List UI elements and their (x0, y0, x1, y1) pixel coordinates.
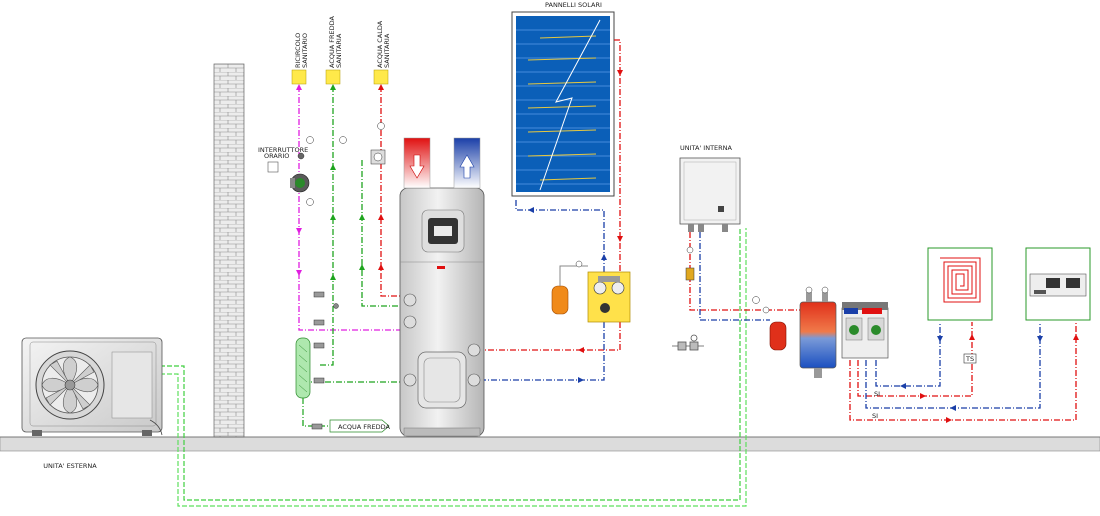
cold-water-sanitary-label-1: ACQUA FREDDA (328, 15, 336, 68)
underground-pipes (160, 228, 747, 507)
outdoor-unit-label: UNITA' ESTERNA (43, 462, 97, 470)
arrow-up-icon (296, 84, 384, 280)
expansion-tank-icon (769, 321, 787, 351)
hot-water-sanitary-label-2: SANITARIA (383, 33, 391, 68)
indoor-cold-return (699, 232, 770, 321)
timer-switch-label-2: ORARIO (264, 152, 289, 160)
valve-icon (297, 122, 386, 430)
arrow-down-icon (937, 336, 1043, 342)
ground (0, 436, 1100, 452)
recirculation-label-1: RICIRCOLO (294, 33, 302, 68)
indoor-hot-supply (689, 232, 800, 311)
arrow-down-icon (296, 228, 302, 276)
timer-switch-label-1: INTERRUTTORE (258, 146, 308, 154)
timer-switch-icon (267, 161, 279, 173)
circuit-label-si-2: SI (872, 412, 878, 420)
buffer-tank (799, 286, 837, 378)
expansion-tank-icon (295, 337, 311, 399)
recirculation-pipe (298, 86, 400, 331)
cold-water-sanitary-pipe (302, 86, 400, 427)
arrow-up-icon (601, 254, 607, 260)
brick-wall (213, 63, 245, 438)
ts-label: TS (965, 355, 974, 363)
hot-water-sanitary-pipe (380, 86, 400, 297)
pump-icon (290, 173, 310, 193)
expansion-tank-icon (551, 265, 588, 315)
cold-water-sanitary-label-2: SANITARIA (335, 33, 343, 68)
recirculation-label-2: SANITARIO (301, 33, 309, 68)
cold-water-label: ACQUA FREDDA (338, 423, 391, 431)
solar-pump-station (587, 271, 631, 323)
fan-icon (35, 350, 105, 420)
label-tags (291, 69, 389, 85)
outdoor-unit (21, 337, 163, 436)
gauge-icon (575, 260, 583, 268)
safety-thermostat: TS (963, 353, 977, 364)
floor-circuit-return (875, 322, 941, 387)
valve-icon (685, 246, 770, 314)
radiator-icon (1029, 273, 1087, 297)
arrow-up-icon (969, 334, 1079, 340)
arrow-down-icon (617, 70, 623, 242)
dhw-heat-pump-tank (399, 187, 485, 437)
air-duct-hot (403, 137, 431, 189)
solar-panels-label: PANNELLI SOLARI (545, 1, 602, 9)
air-duct-cold (453, 137, 481, 189)
circuit-label-si-1: SI (874, 390, 880, 398)
indoor-unit-label: UNITA' INTERNA (680, 144, 733, 152)
solar-panel (511, 11, 615, 197)
radiator-room (1025, 247, 1091, 321)
indoor-unit (679, 157, 741, 232)
radiator-circuit-return (865, 322, 1041, 409)
floor-heating-room (927, 247, 993, 321)
cold-water-inlet-arrow: ACQUA FREDDA (329, 419, 391, 433)
solar-cold-supply (515, 200, 605, 280)
radiator-circuit-supply (849, 322, 1077, 421)
solar-cold-to-tank (484, 300, 605, 381)
hydraulic-module (841, 302, 889, 359)
floor-heating-icon (940, 257, 981, 303)
solar-hot-return (614, 39, 621, 300)
filler-valve-group (672, 334, 704, 351)
hot-water-sanitary-label-1: ACQUA CALDA (376, 20, 384, 68)
